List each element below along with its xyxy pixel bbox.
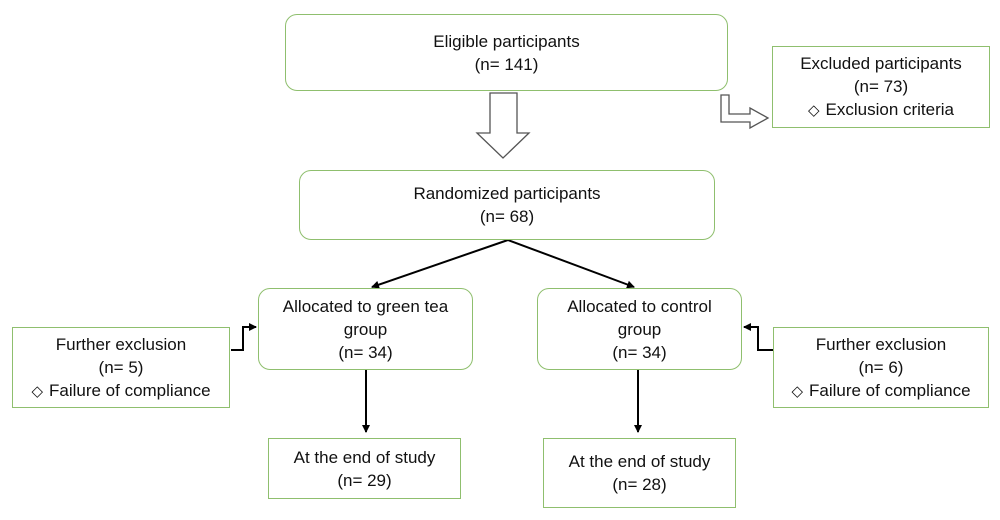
further-right-count: (n= 6) [858, 357, 904, 377]
hollow-elbow-arrow [720, 94, 770, 130]
further-exclusion-left-box: Further exclusion (n= 5) ◇ Failure of com… [12, 327, 230, 408]
further-right-reason-item: ◇ Failure of compliance [791, 379, 970, 403]
further-left-count: (n= 5) [98, 357, 144, 377]
end-green-count: (n= 29) [337, 470, 392, 490]
randomized-count: (n= 68) [479, 207, 535, 226]
end-control-title: At the end of study [568, 452, 711, 471]
further-left-reason-item: ◇ Failure of compliance [31, 379, 210, 403]
left-further-connector [231, 323, 257, 351]
arrow-to-control [507, 239, 635, 289]
eligible-participants-box: Eligible participants (n= 141) [285, 14, 728, 91]
exclusion-criteria-text: Exclusion criteria [825, 100, 955, 119]
control-title-line2: group [617, 319, 662, 339]
green-tea-group-box: Allocated to green tea group (n= 34) [258, 288, 473, 370]
control-group-box: Allocated to control group (n= 34) [537, 288, 742, 370]
eligible-title: Eligible participants [433, 31, 580, 51]
end-of-study-control-box: At the end of study (n= 28) [543, 438, 736, 508]
diamond-bullet-icon: ◇ [31, 382, 43, 400]
arrow-to-green-tea [371, 239, 509, 289]
further-right-title: Further exclusion [815, 334, 947, 354]
green-tea-title-line2: group [343, 319, 388, 339]
control-count: (n= 34) [612, 342, 667, 362]
exclusion-criteria-item: ◇ Exclusion criteria [808, 98, 954, 122]
excluded-participants-box: Excluded participants (n= 73) ◇ Exclusion… [772, 46, 990, 128]
diamond-bullet-icon: ◇ [807, 102, 820, 119]
hollow-down-arrow [475, 92, 531, 159]
further-exclusion-right-box: Further exclusion (n= 6) ◇ Failure of com… [773, 327, 989, 408]
end-control-count: (n= 28) [612, 475, 667, 494]
right-further-connector [743, 323, 773, 351]
end-of-study-green-box: At the end of study (n= 29) [268, 438, 461, 499]
randomized-title: Randomized participants [413, 184, 601, 203]
further-right-reason: Failure of compliance [808, 380, 971, 400]
excluded-count: (n= 73) [853, 77, 909, 96]
green-tea-title-line1: Allocated to green tea [282, 296, 449, 316]
further-left-reason: Failure of compliance [48, 380, 211, 400]
end-green-title: At the end of study [293, 447, 436, 467]
diamond-bullet-icon: ◇ [791, 382, 803, 400]
eligible-count: (n= 141) [474, 54, 539, 74]
green-tea-count: (n= 34) [338, 342, 393, 362]
further-left-title: Further exclusion [55, 334, 187, 354]
control-title-line1: Allocated to control [567, 296, 712, 316]
randomized-participants-box: Randomized participants (n= 68) [299, 170, 715, 240]
excluded-title: Excluded participants [800, 54, 962, 73]
